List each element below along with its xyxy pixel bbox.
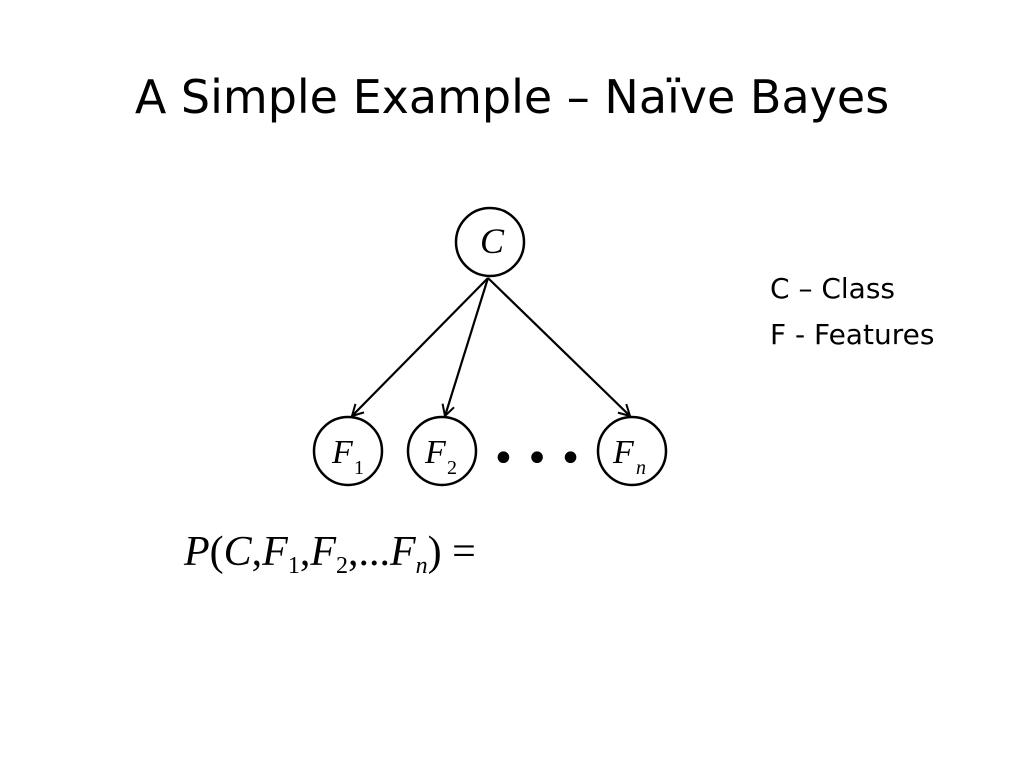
edge-c-f2 — [445, 277, 490, 416]
node-c-label: C — [480, 221, 505, 261]
formula-f2: F — [310, 529, 336, 575]
node-fn-label: F — [612, 434, 635, 471]
legend-class: C – Class — [770, 272, 896, 305]
formula-f1-sub: 1 — [287, 553, 300, 579]
legend-features: F - Features — [770, 318, 935, 351]
formula-close-paren: ) — [427, 529, 442, 575]
formula-f1: F — [262, 529, 288, 575]
formula-equals: = — [441, 529, 476, 575]
node-fn-subscript: n — [636, 457, 646, 479]
node-f2-label: F — [424, 434, 447, 471]
formula-open-paren: ( — [209, 529, 224, 575]
formula-f2-sub: 2 — [335, 553, 348, 579]
formula-fn-sub: n — [415, 553, 428, 579]
formula-comma-2: , — [299, 529, 311, 575]
node-f1-label: F — [331, 434, 354, 471]
formula-p: P — [184, 529, 210, 575]
node-class-c: C — [454, 206, 526, 278]
node-feature-f1: F 1 — [312, 415, 384, 487]
joint-probability-formula: P(C,F1,F2,...Fn) = — [184, 522, 476, 582]
node-feature-fn: F n — [596, 415, 668, 487]
ellipsis-dots: ••• — [492, 436, 593, 482]
node-feature-f2: F 2 — [406, 415, 478, 487]
formula-fn: F — [389, 529, 416, 575]
legend: C – Class F - Features — [770, 266, 934, 358]
node-f1-subscript: 1 — [354, 457, 364, 479]
edge-c-fn — [487, 277, 630, 416]
formula-c: C — [223, 529, 252, 575]
node-f2-subscript: 2 — [447, 457, 457, 479]
slide-title: A Simple Example – Naïve Bayes — [134, 70, 890, 124]
edge-c-f1 — [352, 277, 489, 416]
formula-dots: ,... — [347, 529, 390, 575]
formula-comma-1: , — [251, 529, 263, 575]
